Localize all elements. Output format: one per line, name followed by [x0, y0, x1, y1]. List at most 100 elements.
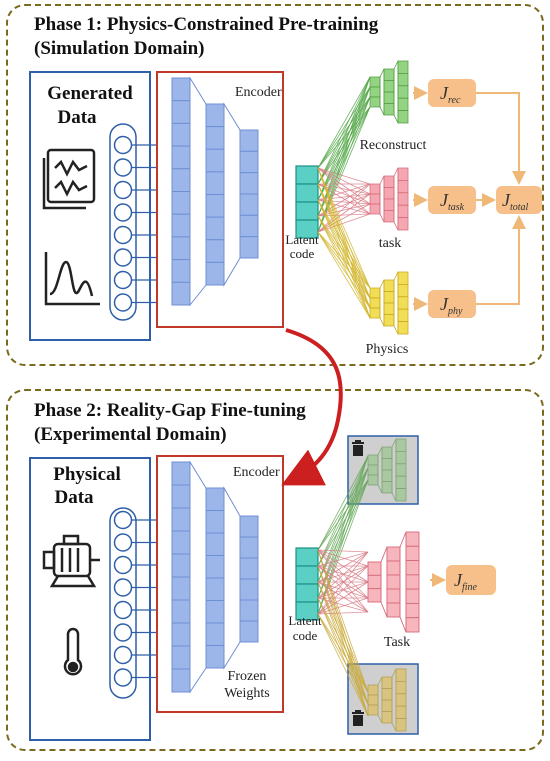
decoder-neuron	[383, 198, 395, 211]
encoder-neuron	[171, 100, 191, 124]
fan-line	[317, 183, 371, 233]
decoder-neuron	[395, 488, 407, 502]
phase1-latent-label-line2: code	[290, 246, 315, 261]
loss-rec-box: Jrec	[428, 79, 476, 107]
encoder-neuron	[171, 259, 191, 283]
decoder-link	[393, 167, 399, 231]
fan-line	[317, 565, 369, 613]
fan-line	[317, 231, 371, 299]
encoder-neuron	[205, 261, 225, 286]
input-node	[113, 510, 133, 530]
encoder-neuron	[239, 536, 259, 559]
decoder-neuron	[395, 705, 407, 720]
latent-neuron	[295, 565, 319, 585]
decoder-neuron	[405, 617, 420, 633]
input-node	[113, 180, 133, 200]
phase1-latent-code	[295, 165, 319, 239]
encoder-neuron	[171, 191, 191, 215]
decoder-neuron	[367, 464, 379, 476]
decoder-neuron	[381, 711, 393, 724]
fan-line	[317, 565, 369, 717]
encoder-neuron	[239, 599, 259, 622]
thermometer-icon	[63, 627, 83, 676]
decoder-neuron	[405, 602, 420, 619]
fan-line	[317, 86, 371, 233]
fan-line	[317, 106, 371, 217]
decoder-neuron	[386, 560, 401, 576]
decoder-neuron	[386, 602, 401, 618]
decoder-neuron	[397, 60, 409, 74]
encoder-neuron	[171, 145, 191, 170]
svg-text:Jtotal: Jtotal	[502, 190, 529, 213]
encoder-neuron	[171, 281, 191, 306]
svg-text:Jphy: Jphy	[440, 294, 463, 317]
encoder-neuron	[171, 576, 191, 601]
decoder-neuron	[369, 76, 381, 88]
encoder-neuron	[171, 507, 191, 532]
decoder-neuron	[367, 474, 379, 486]
encoder-neuron	[239, 150, 259, 174]
phase1-subtitle: (Simulation Domain)	[34, 38, 205, 59]
encoder-neuron	[205, 194, 225, 218]
trash-icon	[352, 710, 364, 726]
encoder-neuron	[205, 645, 225, 669]
input-node	[113, 600, 133, 620]
fan-line	[317, 613, 369, 717]
phase2-latent-label: Latent	[288, 613, 322, 628]
svg-text:Jtask: Jtask	[440, 190, 465, 213]
decoder-neuron	[383, 175, 395, 188]
fan-line	[317, 479, 369, 567]
encoder-neuron	[205, 126, 225, 150]
encoder-neuron	[239, 172, 259, 195]
latent-neuron	[295, 583, 319, 603]
fan-line	[317, 167, 371, 289]
decoder-neuron	[397, 179, 409, 194]
encoder-neuron	[171, 622, 191, 647]
decoder-neuron	[397, 296, 409, 310]
fan-line	[317, 215, 371, 299]
fan-line	[317, 549, 369, 613]
decoder-neuron	[383, 80, 395, 93]
phase2-decoders	[367, 438, 420, 732]
encoder-neuron	[205, 532, 225, 556]
encoder-neuron	[205, 148, 225, 173]
fan-line	[317, 183, 371, 217]
phase1-encoder-layers	[171, 76, 259, 307]
decoder-neuron	[367, 704, 379, 716]
fan-line	[317, 597, 369, 613]
decoder-neuron	[367, 574, 382, 590]
fan-line	[317, 199, 371, 319]
fan-line	[317, 96, 371, 217]
input-node	[113, 158, 133, 177]
fan-line	[317, 581, 369, 615]
loss-fine-box: Jfine	[446, 565, 496, 595]
decoder-neuron	[383, 279, 395, 292]
fan-line	[317, 581, 369, 613]
input-node	[113, 623, 133, 642]
decoder-neuron	[397, 217, 409, 231]
loss-total-box: Jtotal	[496, 186, 542, 214]
fan-line	[317, 611, 369, 615]
fan-line	[317, 231, 371, 319]
latent-neuron	[295, 219, 319, 239]
encoder-neuron	[205, 103, 225, 128]
generated-data-label-line2: Data	[57, 107, 97, 128]
encoder-neuron	[171, 645, 191, 670]
phase2-connections	[317, 455, 369, 717]
fan-line	[317, 199, 371, 299]
decoder-neuron	[405, 531, 420, 547]
decoder-neuron	[383, 91, 395, 104]
encoder-neuron	[205, 239, 225, 263]
decoder-neuron	[369, 193, 381, 205]
fan-line	[317, 183, 371, 309]
fan-line	[317, 565, 369, 705]
fan-line	[317, 551, 369, 599]
trash-icon	[352, 440, 364, 456]
fan-line	[317, 581, 369, 717]
encoder-neuron	[239, 515, 259, 538]
decoder-neuron	[395, 475, 407, 490]
decoder-neuron	[367, 684, 379, 696]
decoder-neuron	[395, 438, 407, 452]
fan-line	[317, 597, 369, 717]
